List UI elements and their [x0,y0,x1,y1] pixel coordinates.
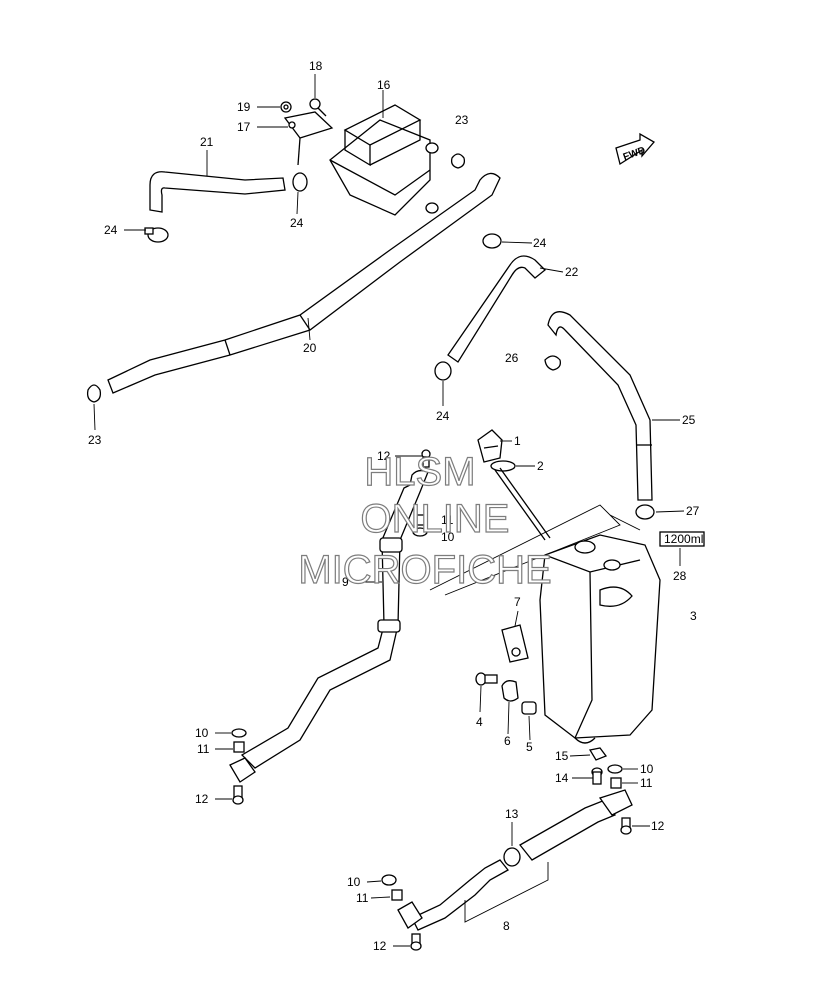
bolt-4 [475,672,498,686]
callout-8: 8 [503,919,510,933]
grommet-6 [501,680,519,702]
callout-3: 3 [690,609,697,623]
callout-20: 20 [303,341,317,355]
callout-23-left: 23 [88,433,102,447]
watermark-line1: HLSM [364,450,475,494]
callout-7: 7 [514,595,521,609]
bolt-12-top [421,449,431,468]
clamp-24-mid [292,172,308,192]
callout-numbers: 18 16 19 17 23 21 24 24 24 22 20 26 24 2… [88,59,700,953]
callout-14: 14 [555,771,569,785]
callout-19: 19 [237,100,251,114]
clamp-23-left [86,384,102,403]
hose-8 [397,789,633,931]
callout-24-mid: 24 [290,216,304,230]
hose-20 [107,172,501,394]
bracket-17 [283,111,334,166]
callout-24-left: 24 [104,223,118,237]
callout-13: 13 [505,807,519,821]
level-gauge [494,467,551,541]
clamp-13 [503,847,521,867]
clamp-24-lower [434,361,452,381]
collar-11-top [415,514,427,526]
callout-26: 26 [505,351,519,365]
washer-10-left [231,728,247,738]
callout-10-right: 10 [640,762,654,776]
callout-12-left: 12 [195,792,209,806]
callout-11-bottom: 11 [356,891,369,905]
collar-11-right [610,777,622,789]
callout-28: 28 [673,569,687,583]
callout-16: 16 [377,78,391,92]
hose-22 [447,255,546,363]
fwd-arrow-icon: FWD [615,132,656,166]
callout-5: 5 [526,740,533,754]
callout-23-top: 23 [455,113,469,127]
washer-10-bottom [381,874,397,886]
washer-10-right [607,764,623,774]
washer-10-top [412,527,428,537]
bracket-7 [501,624,529,663]
clamp-23-top [450,153,466,169]
clamp-27 [635,504,655,520]
callout-10-left: 10 [195,726,209,740]
callout-12-top: 12 [377,449,391,463]
callout-12-bottom: 12 [373,939,387,953]
capacity-text: 1200ml [664,532,703,546]
washer-15 [588,747,608,761]
leader-lines [93,74,685,947]
clamp-24-left [144,227,169,243]
callout-27: 27 [686,504,700,518]
hose-21 [149,171,286,213]
callout-22: 22 [565,265,579,279]
callout-6: 6 [504,734,511,748]
callout-12-right: 12 [651,819,665,833]
cap-1 [477,429,503,463]
bolt-14 [591,767,603,785]
tank-3 [539,534,661,744]
reservoir-box-16 [329,104,439,216]
hose-9 [229,469,429,783]
bolt-18 [309,98,327,117]
callout-11-left: 11 [197,742,210,756]
collar-11-left [233,741,245,753]
callout-24-lower: 24 [436,409,450,423]
bolt-12-left [232,785,244,805]
watermark-line3: MICROFICHE [298,548,551,592]
capacity-label-28: 1200ml [659,531,705,547]
callout-18: 18 [309,59,323,73]
callout-9: 9 [342,575,349,589]
collar-5 [521,701,537,715]
callout-25: 25 [682,413,696,427]
clamp-24-right [482,233,502,249]
clamp-26 [544,355,561,371]
hose-25 [547,311,653,501]
callout-24-right: 24 [533,236,547,250]
callout-11-right: 11 [640,776,653,790]
callout-10-top: 10 [441,530,455,544]
callout-2: 2 [537,459,544,473]
bolt-12-bottom [410,933,422,951]
callout-4: 4 [476,715,483,729]
callout-10-bottom: 10 [347,875,361,889]
watermark: HLSM ONLINE MICROFICHE [298,449,553,592]
collar-11-bottom [391,889,403,901]
callout-1: 1 [514,434,521,448]
callout-11-top: 11 [441,513,454,527]
bolt-12-right [620,817,632,835]
nut-19 [280,101,292,113]
callout-21: 21 [200,135,214,149]
gasket-2 [490,460,516,472]
callout-17: 17 [237,120,251,134]
watermark-line2: ONLINE [361,497,510,541]
callout-15: 15 [555,749,569,763]
